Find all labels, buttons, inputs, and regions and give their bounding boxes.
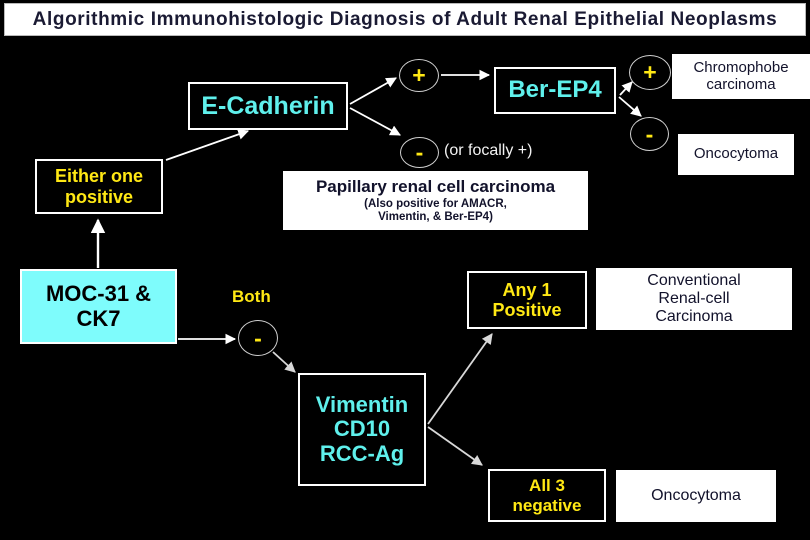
node-moc31-ck7[interactable]: MOC-31 & CK7 [20, 269, 177, 344]
node-either-one-positive-line1: Either one [54, 166, 143, 187]
result-chromophobe-carcinoma: Chromophobe carcinoma [672, 54, 810, 99]
result-conventional-rcc-line3: Carcinoma [655, 307, 733, 325]
result-oncocytoma-top: Oncocytoma [678, 134, 794, 175]
sign-ber-ep4-negative: - [630, 117, 669, 151]
result-papillary-rcc-line2: (Also positive for AMACR, [364, 198, 507, 211]
node-ber-ep4[interactable]: Ber-EP4 [494, 67, 616, 114]
node-all-3-negative[interactable]: All 3 negative [488, 469, 606, 522]
node-all-3-negative-line1: All 3 [529, 476, 565, 496]
node-all-3-negative-line2: negative [512, 495, 582, 515]
node-any-1-positive-line2: Positive [492, 300, 562, 320]
arrow-ecadherin-to-minus [349, 107, 401, 136]
result-oncocytoma-bottom-line1: Oncocytoma [651, 487, 741, 505]
arrow-both-minus-to-vimentin [272, 351, 296, 373]
node-any-1-positive-line1: Any 1 [502, 279, 552, 300]
arrow-ecadherin-to-plus [349, 77, 397, 105]
node-vimentin-line1: Vimentin [315, 391, 409, 417]
node-ber-ep4-label: Ber-EP4 [508, 76, 602, 104]
node-vimentin-line3: RCC-Ag [319, 440, 405, 466]
result-oncocytoma-top-line1: Oncocytoma [693, 145, 779, 163]
result-papillary-rcc-line3: Vimentin, & Ber-EP4) [378, 211, 493, 224]
result-papillary-rcc: Papillary renal cell carcinoma (Also pos… [283, 171, 588, 230]
node-moc31-ck7-line2: CK7 [76, 305, 121, 331]
result-chromophobe-line1: Chromophobe [693, 58, 789, 76]
node-e-cadherin[interactable]: E-Cadherin [188, 82, 348, 130]
sign-both-negative: - [238, 320, 278, 356]
arrow-vimentin-to-any1 [427, 333, 493, 425]
node-either-one-positive-line2: positive [64, 186, 134, 207]
label-both: Both [232, 287, 271, 306]
node-either-one-positive[interactable]: Either one positive [35, 159, 163, 214]
page-title: Algorithmic Immunohistologic Diagnosis o… [32, 8, 778, 30]
result-conventional-rcc-line1: Conventional [647, 272, 741, 290]
result-conventional-rcc: Conventional Renal-cell Carcinoma [596, 268, 792, 330]
diagram-title-bar: Algorithmic Immunohistologic Diagnosis o… [4, 3, 806, 36]
arrow-berep4-to-minus [618, 96, 642, 117]
node-any-1-positive[interactable]: Any 1 Positive [467, 271, 587, 329]
node-vimentin-cd10-rccag[interactable]: Vimentin CD10 RCC-Ag [298, 373, 426, 486]
sign-e-cadherin-positive: + [399, 59, 439, 92]
result-conventional-rcc-line2: Renal-cell [658, 290, 730, 308]
result-chromophobe-line2: carcinoma [706, 75, 776, 93]
node-vimentin-line2: CD10 [333, 416, 391, 442]
node-e-cadherin-label: E-Cadherin [201, 92, 335, 120]
arrow-eitherone-to-ecadherin [165, 129, 250, 161]
result-oncocytoma-bottom: Oncocytoma [616, 470, 776, 522]
result-papillary-rcc-line1: Papillary renal cell carcinoma [315, 177, 556, 197]
sign-ber-ep4-positive: + [629, 55, 671, 90]
sign-e-cadherin-negative: - [400, 137, 439, 168]
node-moc31-ck7-line1: MOC-31 & [45, 280, 152, 306]
label-or-focally-positive: (or focally +) [444, 142, 533, 159]
arrow-berep4-to-plus [619, 81, 633, 96]
arrow-vimentin-to-all3 [427, 426, 483, 466]
